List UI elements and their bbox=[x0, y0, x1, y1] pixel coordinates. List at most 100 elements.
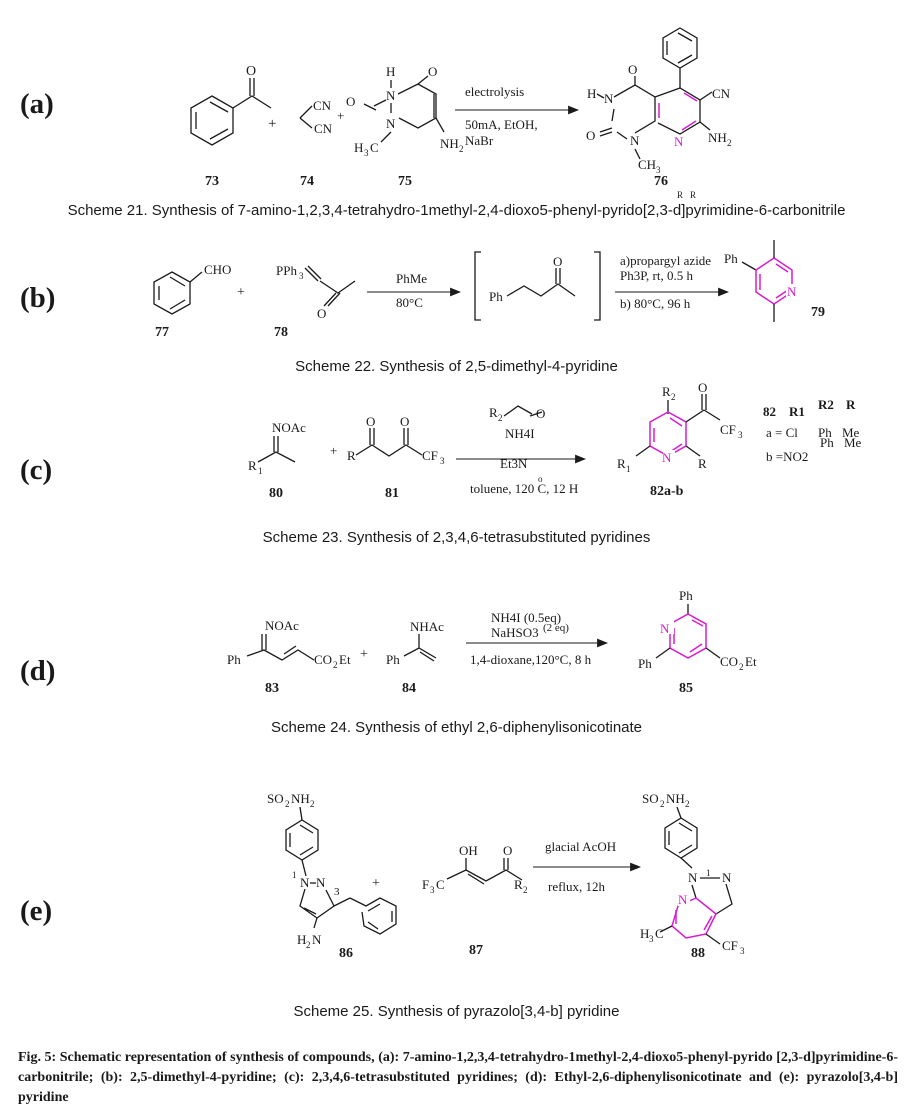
svg-text:R: R bbox=[489, 405, 498, 420]
cond-additive-eq: (2 eq) bbox=[543, 622, 569, 634]
caption-scheme-23: Scheme 23. Synthesis of 2,3,4,6-tetrasub… bbox=[262, 529, 651, 546]
figure-caption: Fig. 5: Schematic representation of synt… bbox=[18, 1050, 898, 1105]
svg-text:2: 2 bbox=[285, 799, 290, 809]
svg-text:+: + bbox=[330, 443, 337, 458]
caption-scheme-21: Scheme 21. Synthesis of 7-amino-1,2,3,4-… bbox=[67, 202, 846, 219]
svg-text:CH: CH bbox=[638, 157, 656, 172]
svg-text:1: 1 bbox=[292, 870, 297, 880]
compound-76-structure: H N O CN NH 2 N N O CH 3 R R bbox=[586, 27, 732, 200]
cond-temp: 80°C bbox=[396, 295, 423, 310]
cond-reflux: reflux, 12h bbox=[548, 879, 606, 894]
svg-text:N: N bbox=[604, 91, 614, 106]
svg-text:CHO: CHO bbox=[204, 262, 231, 277]
scheme-22: CHO + PPh 3 O PhMe 80°C Ph O a)propargyl… bbox=[153, 240, 825, 340]
svg-text:NOAc: NOAc bbox=[272, 420, 306, 435]
svg-text:CN: CN bbox=[712, 86, 731, 101]
compound-73-label: 73 bbox=[205, 174, 219, 189]
cond-catalyst: NH4I (0.5eq) bbox=[491, 610, 561, 625]
compound-73-structure: O bbox=[190, 64, 272, 146]
svg-text:CF: CF bbox=[722, 938, 738, 953]
compound-80-label: 80 bbox=[269, 486, 283, 501]
svg-text:H: H bbox=[297, 932, 306, 947]
compound-82-structure: R 2 N O CF 3 R R 1 bbox=[617, 380, 743, 474]
compound-86-label: 86 bbox=[339, 946, 353, 961]
compound-87-label: 87 bbox=[469, 943, 483, 958]
svg-text:+: + bbox=[237, 285, 245, 300]
svg-text:2: 2 bbox=[660, 799, 665, 809]
svg-text:NOAc: NOAc bbox=[265, 618, 299, 633]
svg-text:OH: OH bbox=[459, 843, 478, 858]
svg-text:1: 1 bbox=[706, 868, 711, 878]
svg-text:PPh: PPh bbox=[276, 263, 297, 278]
compound-80-structure: NOAc R 1 bbox=[248, 420, 306, 476]
svg-text:O: O bbox=[698, 380, 707, 395]
svg-text:H: H bbox=[640, 926, 649, 941]
svg-text:82: 82 bbox=[763, 404, 776, 419]
svg-text:+: + bbox=[360, 647, 368, 662]
svg-text:R: R bbox=[690, 190, 696, 200]
svg-text:Ph: Ph bbox=[489, 289, 503, 304]
svg-text:CF: CF bbox=[422, 448, 438, 463]
svg-text:Ph: Ph bbox=[724, 251, 738, 266]
scheme-25: SO 2 NH 2 N N 1 3 H 2 N + OH O bbox=[267, 791, 745, 961]
svg-text:NH: NH bbox=[291, 791, 310, 806]
cond-additive: NaHSO3 bbox=[491, 625, 539, 640]
panel-label-e: (e) bbox=[20, 895, 53, 927]
panel-label-d: (d) bbox=[20, 655, 56, 687]
svg-text:2: 2 bbox=[310, 799, 315, 809]
svg-text:1: 1 bbox=[258, 466, 263, 476]
panel-label-c: (c) bbox=[20, 454, 53, 486]
svg-text:R2: R2 bbox=[818, 397, 834, 412]
svg-text:Ph: Ph bbox=[818, 425, 832, 440]
svg-text:O: O bbox=[317, 306, 326, 321]
svg-text:+: + bbox=[372, 876, 380, 891]
svg-text:R: R bbox=[347, 448, 356, 463]
svg-text:SO: SO bbox=[642, 791, 659, 806]
svg-text:O: O bbox=[553, 254, 562, 269]
cond-reagent-b: Ph3P, rt, 0.5 h bbox=[620, 268, 693, 283]
compound-74-structure: CN CN + bbox=[299, 98, 344, 136]
cond-solvent-temp: toluene, 120 C, 12 H bbox=[470, 481, 578, 496]
svg-text:F: F bbox=[422, 877, 429, 892]
svg-text:Ph: Ph bbox=[638, 656, 652, 671]
svg-text:2: 2 bbox=[333, 660, 338, 670]
svg-text:3: 3 bbox=[430, 885, 435, 895]
svg-text:Ph: Ph bbox=[386, 652, 400, 667]
svg-text:3: 3 bbox=[334, 886, 340, 898]
svg-text:C: C bbox=[370, 140, 379, 155]
svg-text:O: O bbox=[366, 414, 375, 429]
compound-78-label: 78 bbox=[274, 325, 288, 340]
svg-text:Et: Et bbox=[745, 654, 757, 669]
svg-text:2: 2 bbox=[739, 662, 744, 672]
svg-text:N: N bbox=[312, 932, 322, 947]
compound-75-structure: H N O N O H 3 C NH 2 bbox=[346, 64, 464, 158]
compound-81-label: 81 bbox=[385, 486, 399, 501]
svg-text:N: N bbox=[630, 133, 640, 148]
svg-text:N: N bbox=[316, 875, 326, 890]
svg-text:2: 2 bbox=[727, 138, 732, 148]
svg-text:2: 2 bbox=[671, 392, 676, 402]
svg-text:CN: CN bbox=[313, 98, 332, 113]
svg-text:Ph: Ph bbox=[679, 588, 693, 603]
svg-text:O: O bbox=[428, 64, 437, 79]
svg-text:NHAc: NHAc bbox=[410, 619, 444, 634]
svg-text:3: 3 bbox=[738, 430, 743, 440]
compound-74-label: 74 bbox=[300, 174, 314, 189]
svg-text:O: O bbox=[503, 843, 512, 858]
cond-electrolysis: electrolysis bbox=[465, 84, 524, 99]
panel-label-b: (b) bbox=[20, 282, 56, 314]
svg-text:H: H bbox=[386, 64, 395, 79]
svg-text:C: C bbox=[436, 877, 445, 892]
compound-83-label: 83 bbox=[265, 681, 279, 696]
svg-text:N: N bbox=[662, 450, 672, 465]
intermediate-bracket: Ph O bbox=[474, 251, 601, 321]
compound-84-label: 84 bbox=[402, 681, 416, 696]
compound-85-label: 85 bbox=[679, 681, 693, 696]
svg-text:O: O bbox=[246, 64, 256, 79]
scheme-21: O + CN CN + H N O N O H 3 C NH bbox=[190, 27, 732, 200]
caption-scheme-25: Scheme 25. Synthesis of pyrazolo[3,4-b] … bbox=[293, 1003, 620, 1020]
compound-79-label: 79 bbox=[811, 305, 825, 320]
svg-text:N: N bbox=[787, 284, 797, 299]
compound-76-label: 76 bbox=[654, 174, 668, 189]
